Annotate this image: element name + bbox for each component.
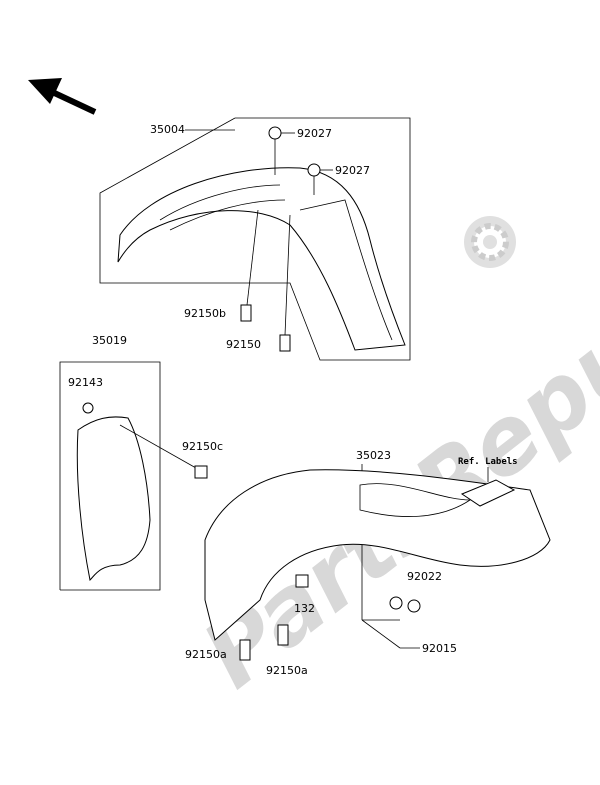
callout-92027-top: 92027 (297, 127, 332, 140)
gear-icon (464, 216, 516, 268)
bolt-c (194, 465, 208, 479)
bolt-b (240, 304, 252, 322)
rear-fender (204, 469, 551, 641)
direction-arrow-icon (28, 78, 97, 115)
callout-92150a-right: 92150a (266, 664, 308, 677)
front-fender (117, 167, 406, 351)
callout-ref-labels: Ref. Labels (458, 457, 518, 467)
watermark: PartsRepublik (183, 179, 600, 708)
callout-92150a-left: 92150a (185, 648, 227, 661)
bolt-front (279, 334, 291, 352)
callout-132: 132 (294, 602, 315, 615)
callout-92143: 92143 (68, 376, 103, 389)
callout-35019: 35019 (92, 334, 127, 347)
callout-35004: 35004 (150, 123, 185, 136)
side-cover (76, 416, 151, 582)
side-washer (82, 402, 94, 414)
callout-92015: 92015 (422, 642, 457, 655)
callout-35023: 35023 (356, 449, 391, 462)
callout-92150b: 92150b (184, 307, 226, 320)
bolt-a-left (239, 639, 251, 661)
bolt-a-right (277, 624, 289, 646)
callout-92150: 92150 (226, 338, 261, 351)
ref-label-sticker (460, 479, 516, 507)
bolt-132 (295, 574, 309, 588)
washer-top (268, 126, 282, 140)
nut-92022 (389, 596, 403, 610)
nut-92015 (407, 599, 421, 613)
callout-92150c: 92150c (182, 440, 223, 453)
washer-right (307, 163, 321, 177)
callout-92027-right: 92027 (335, 164, 370, 177)
callout-92022: 92022 (407, 570, 442, 583)
